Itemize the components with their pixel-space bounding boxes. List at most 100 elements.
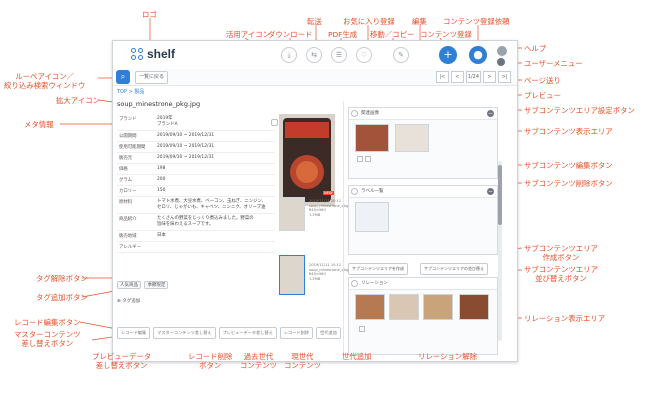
sub-area-title: ラベル一覧	[361, 189, 384, 194]
generation-add-button[interactable]: 世代追加	[316, 327, 341, 339]
meta-key: ブランド	[119, 117, 137, 122]
meta-value: 150	[157, 188, 166, 193]
callout-sub-edit: サブコンテンツ編集ボタン	[524, 161, 613, 170]
shelf-app-window: shelf ⤓ ⇆ ☰ ♡ ✎ + ● ⌕ 一覧に戻る |< < 1/24 > …	[112, 40, 518, 362]
current-generation-thumb[interactable]	[279, 255, 305, 295]
relation-thumb[interactable]	[459, 294, 489, 320]
sub-content-thumb[interactable]	[395, 124, 429, 152]
next-page-button[interactable]: >	[483, 71, 496, 83]
tag-chip[interactable]: 季節限定	[144, 281, 169, 289]
preview-replace-button[interactable]: プレビューデータ差し替え	[218, 327, 277, 339]
callout-preview: プレビュー	[524, 91, 561, 100]
relation-thumb[interactable]	[355, 294, 385, 320]
user-menu-icon[interactable]	[497, 58, 505, 66]
callout-edit: 編集	[412, 17, 427, 26]
callout-sub-create: サブコンテンツエリア 作成ボタン	[524, 244, 598, 262]
callout-logo: ロゴ	[142, 10, 157, 19]
version-info: 2019/11/11 10:11 soup_minestrone_pkg.jpg…	[309, 199, 355, 217]
record-edit-button[interactable]: レコード編集	[117, 327, 151, 339]
callout-gen-add: 世代追加	[342, 352, 372, 361]
help-icon[interactable]	[497, 46, 507, 56]
content-request-button[interactable]: ●	[469, 46, 487, 64]
header-bar: shelf ⤓ ⇆ ☰ ♡ ✎ + ●	[113, 41, 517, 70]
meta-key: 公開期間	[119, 134, 137, 139]
callout-content-request: コンテンツ登録依頼	[443, 17, 510, 26]
logo[interactable]: shelf	[131, 47, 175, 61]
breadcrumb[interactable]: TOP > 製品	[117, 89, 145, 95]
callout-tag-add: タグ追加ボタン	[36, 293, 88, 302]
meta-key: カロリー	[119, 189, 137, 194]
relation-area: リレーション	[348, 277, 498, 355]
sub-area-header: ラベル一覧 −	[349, 186, 497, 198]
callout-download: ダウンロード	[268, 30, 313, 39]
favorite-icon[interactable]: ♡	[356, 47, 372, 63]
meta-row: 価格 198	[117, 164, 275, 175]
callout-sub-settings: サブコンテンツエリア設定ボタン	[524, 106, 635, 115]
transfer-icon[interactable]: ⇆	[306, 47, 322, 63]
past-generation-thumb[interactable]	[279, 197, 305, 231]
pdf-icon[interactable]: ☰	[331, 47, 347, 63]
content-register-button[interactable]: +	[439, 46, 457, 64]
tag-add-label: タグ追加	[122, 299, 141, 304]
sub-panel-scrollbar[interactable]	[498, 161, 502, 341]
sub-content-panel: 関連画像 − ラベル一覧 − サブコンテンツエリアを作成 サブコンテンツエリアの…	[343, 101, 504, 357]
callout-content-register: コンテンツ登録	[420, 30, 472, 39]
preview-image[interactable]	[279, 114, 335, 206]
tag-chip[interactable]: 人気商品	[117, 281, 141, 289]
meta-key: 使用可能期間	[119, 145, 146, 150]
sub-area-collapse-icon[interactable]: −	[487, 110, 494, 117]
meta-value: トマト水煮、大豆水煮、ベーコン、玉ねぎ、ニンジン、 セロリ、じゃがいも、キャベツ…	[157, 199, 267, 210]
callout-relation-area: リレーション表示エリア	[524, 314, 606, 323]
meta-value	[155, 242, 275, 252]
master-replace-button[interactable]: マスターコンテンツ差し替え	[153, 327, 216, 339]
sub-content-thumb[interactable]	[355, 124, 389, 152]
sub-content-area: ラベル一覧 −	[348, 185, 498, 255]
meta-key: 販売地域	[119, 234, 137, 239]
callout-record-delete: レコード削除 ボタン	[188, 352, 233, 370]
download-icon[interactable]: ⤓	[281, 47, 297, 63]
sub-area-create-button[interactable]: サブコンテンツエリアを作成	[348, 263, 408, 275]
relation-thumb[interactable]	[423, 294, 453, 320]
sub-area-settings-icon[interactable]	[351, 188, 358, 195]
callout-app-icon: 活用アイコン	[226, 30, 270, 39]
callout-loupe: ルーペアイコン／ 絞り込み検索ウィンドウ	[4, 72, 86, 90]
relation-remove-icon[interactable]	[359, 326, 365, 332]
callout-zoom-icon: 拡大アイコン	[56, 96, 100, 105]
meta-key: 原材料	[119, 200, 133, 205]
meta-value: 日本	[157, 233, 166, 238]
callout-meta-info: メタ情報	[24, 120, 54, 129]
tag-add-button[interactable]: ⊕ タグ追加	[117, 299, 141, 304]
callout-record-edit: レコード編集ボタン	[14, 318, 81, 327]
meta-value: 198	[157, 166, 166, 171]
soup-package-image	[283, 118, 331, 202]
sub-area-settings-icon[interactable]	[351, 110, 358, 117]
meta-key: 商品紹介	[119, 217, 137, 222]
sub-area-collapse-icon[interactable]: −	[487, 188, 494, 195]
sub-content-area: 関連画像 −	[348, 107, 498, 179]
first-page-button[interactable]: |<	[435, 71, 449, 83]
back-to-list-button[interactable]: 一覧に戻る	[135, 71, 169, 84]
callout-sub-display: サブコンテンツ表示エリア	[524, 127, 613, 136]
relation-thumb[interactable]	[389, 294, 419, 320]
prev-page-button[interactable]: <	[450, 71, 464, 83]
sub-content-delete-icon[interactable]	[365, 156, 371, 162]
sub-content-thumb[interactable]	[355, 202, 389, 232]
tag-row: 人気商品 季節限定 ⊕ タグ追加	[117, 281, 170, 304]
edit-icon[interactable]: ✎	[393, 47, 409, 63]
loupe-search-icon[interactable]: ⌕	[116, 70, 130, 84]
last-page-button[interactable]: >|	[498, 71, 511, 83]
meta-key: 価格	[119, 167, 128, 172]
meta-row: 原材料 トマト水煮、大豆水煮、ベーコン、玉ねぎ、ニンジン、 セロリ、じゃがいも、キ…	[117, 197, 275, 214]
sub-content-edit-icon[interactable]	[357, 156, 363, 162]
record-delete-button[interactable]: レコード削除	[279, 327, 313, 339]
sub-area-sort-button[interactable]: サブコンテンツエリアの並び替え	[420, 263, 488, 275]
meta-key: アレルギー	[119, 245, 141, 250]
zoom-icon[interactable]	[271, 119, 278, 126]
meta-row: カロリー 150	[117, 186, 275, 197]
meta-row: アレルギー	[117, 242, 275, 253]
